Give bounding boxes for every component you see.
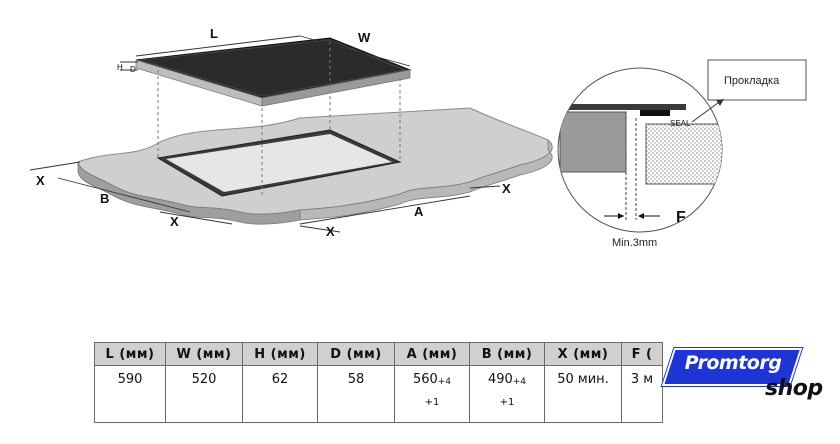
logo-top-text: Promtorg [684, 352, 782, 374]
header-W: W (мм) [165, 342, 243, 366]
dim-label-W: W [358, 30, 371, 45]
cooktop [135, 37, 412, 107]
dim-label-X-right: X [502, 181, 511, 196]
projection-lines [157, 42, 401, 196]
dim-label-H: H [117, 63, 123, 72]
cell-B-value: 490 [487, 372, 513, 387]
dim-label-X-bottom-left: X [170, 214, 179, 229]
cell-D: 58 [317, 365, 395, 423]
min-gap-label: Min.3mm [612, 237, 657, 249]
seal-detail-view: F Min.3mm SEAL [557, 67, 723, 249]
cell-B: 490+4 +1 [469, 365, 545, 423]
dim-label-X-bottom: X [326, 224, 335, 239]
callout-label: Прокладка [724, 75, 780, 87]
dim-label-B: B [100, 191, 109, 206]
cell-A-tolerance-upper: +4 [437, 377, 452, 387]
header-X: X (мм) [544, 342, 622, 366]
table-header-row: L (мм) W (мм) H (мм) D (мм) A (мм) B (мм… [94, 342, 663, 366]
header-D: D (мм) [317, 342, 395, 366]
table-row: 590 520 62 58 560+4 +1 490+4 +1 50 мин. … [94, 365, 663, 423]
header-A: A (мм) [394, 342, 470, 366]
cell-B-tolerance-lower: +1 [499, 397, 515, 408]
dim-label-F: F [676, 209, 686, 226]
dim-label-D: D [130, 65, 136, 74]
dimension-lines [29, 35, 501, 233]
header-L: L (мм) [94, 342, 166, 366]
promtorg-shop-logo: Promtorg shop [660, 344, 840, 414]
cell-B-tolerance-upper: +4 [512, 377, 527, 387]
cell-A-value: 560 [412, 372, 438, 387]
dim-label-L: L [210, 26, 218, 41]
cell-L: 590 [94, 365, 166, 423]
dim-label-A: A [414, 204, 424, 219]
header-F: F ( [621, 342, 663, 366]
cell-W: 520 [165, 365, 243, 423]
header-H: H (мм) [242, 342, 318, 366]
cell-A-tolerance-lower: +1 [424, 397, 440, 408]
cell-F: 3 м [621, 365, 663, 423]
logo-bottom-text: shop [765, 376, 823, 401]
installation-diagram: L W H D X B X A X X F Min.3mm SEAL [29, 26, 807, 249]
cell-X: 50 мин. [544, 365, 622, 423]
dim-label-X-left: X [36, 173, 45, 188]
dimensions-table: L (мм) W (мм) H (мм) D (мм) A (мм) B (мм… [94, 342, 663, 423]
cell-H: 62 [242, 365, 318, 423]
seal-label: SEAL [670, 119, 691, 128]
countertop [77, 107, 553, 225]
cell-A: 560+4 +1 [394, 365, 470, 423]
gasket-callout: Прокладка [691, 59, 807, 123]
header-B: B (мм) [469, 342, 545, 366]
